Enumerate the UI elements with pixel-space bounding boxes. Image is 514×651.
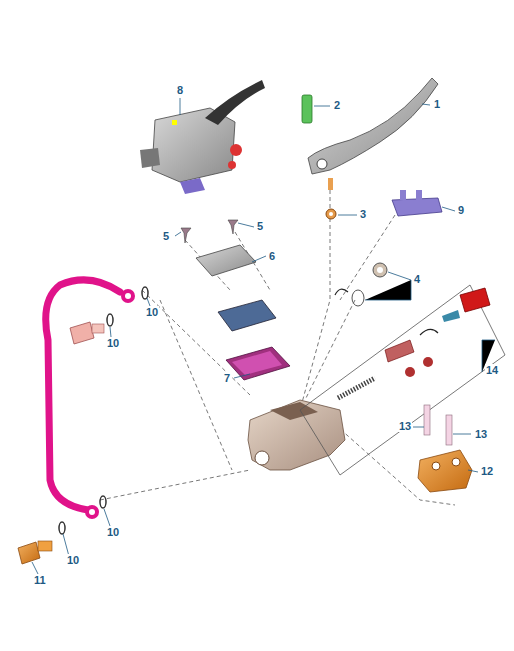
callout-number: 10 [145,306,159,318]
callout-number: 6 [268,250,276,262]
callout-number: 12 [480,465,494,477]
callout-number: 4 [413,273,421,285]
callout-number: 13 [398,420,412,432]
callout-number: 8 [176,84,184,96]
callout-number: 10 [106,337,120,349]
callout-number: 5 [162,230,170,242]
callout-number: 14 [485,364,499,376]
callout-number: 7 [223,372,231,384]
callout-number: 13 [474,428,488,440]
callout-number: 2 [333,99,341,111]
callout-number: 3 [359,208,367,220]
callout-number: 1 [433,98,441,110]
callout-number: 10 [106,526,120,538]
callout-number: 11 [33,574,47,586]
callout-number: 5 [256,220,264,232]
callout-number: 9 [457,204,465,216]
callout-number: 10 [66,554,80,566]
